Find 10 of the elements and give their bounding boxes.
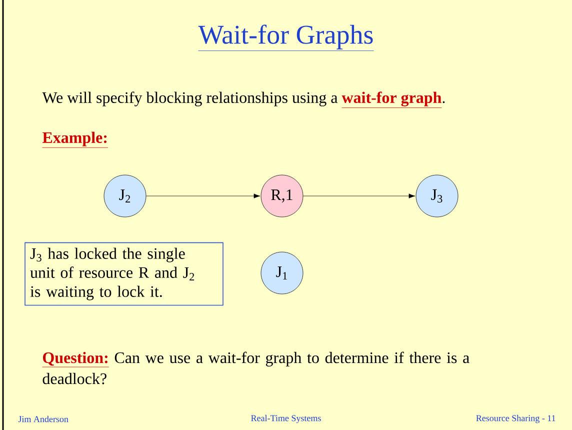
note-box: J$_{3}$ has locked the single unit of resource R and J$_{2}$ is waiting to lock it. — [24, 242, 224, 306]
footer-text: Jim Anderson — [18, 416, 68, 422]
sentence: We will specify blocking relationships using a wait-for graph. — [42, 92, 445, 108]
arrow — [146, 194, 260, 198]
footer-text: Real-Time Systems — [251, 414, 321, 424]
footer-text: Resource Sharing - 11 — [476, 414, 556, 424]
slide-title: Wait-for Graphs — [198, 24, 374, 51]
heading: Example: — [42, 132, 108, 148]
question-text: Question: Can we use a wait-for graph to determine if there is a deadlock? — [42, 352, 470, 384]
arrow — [303, 194, 416, 198]
